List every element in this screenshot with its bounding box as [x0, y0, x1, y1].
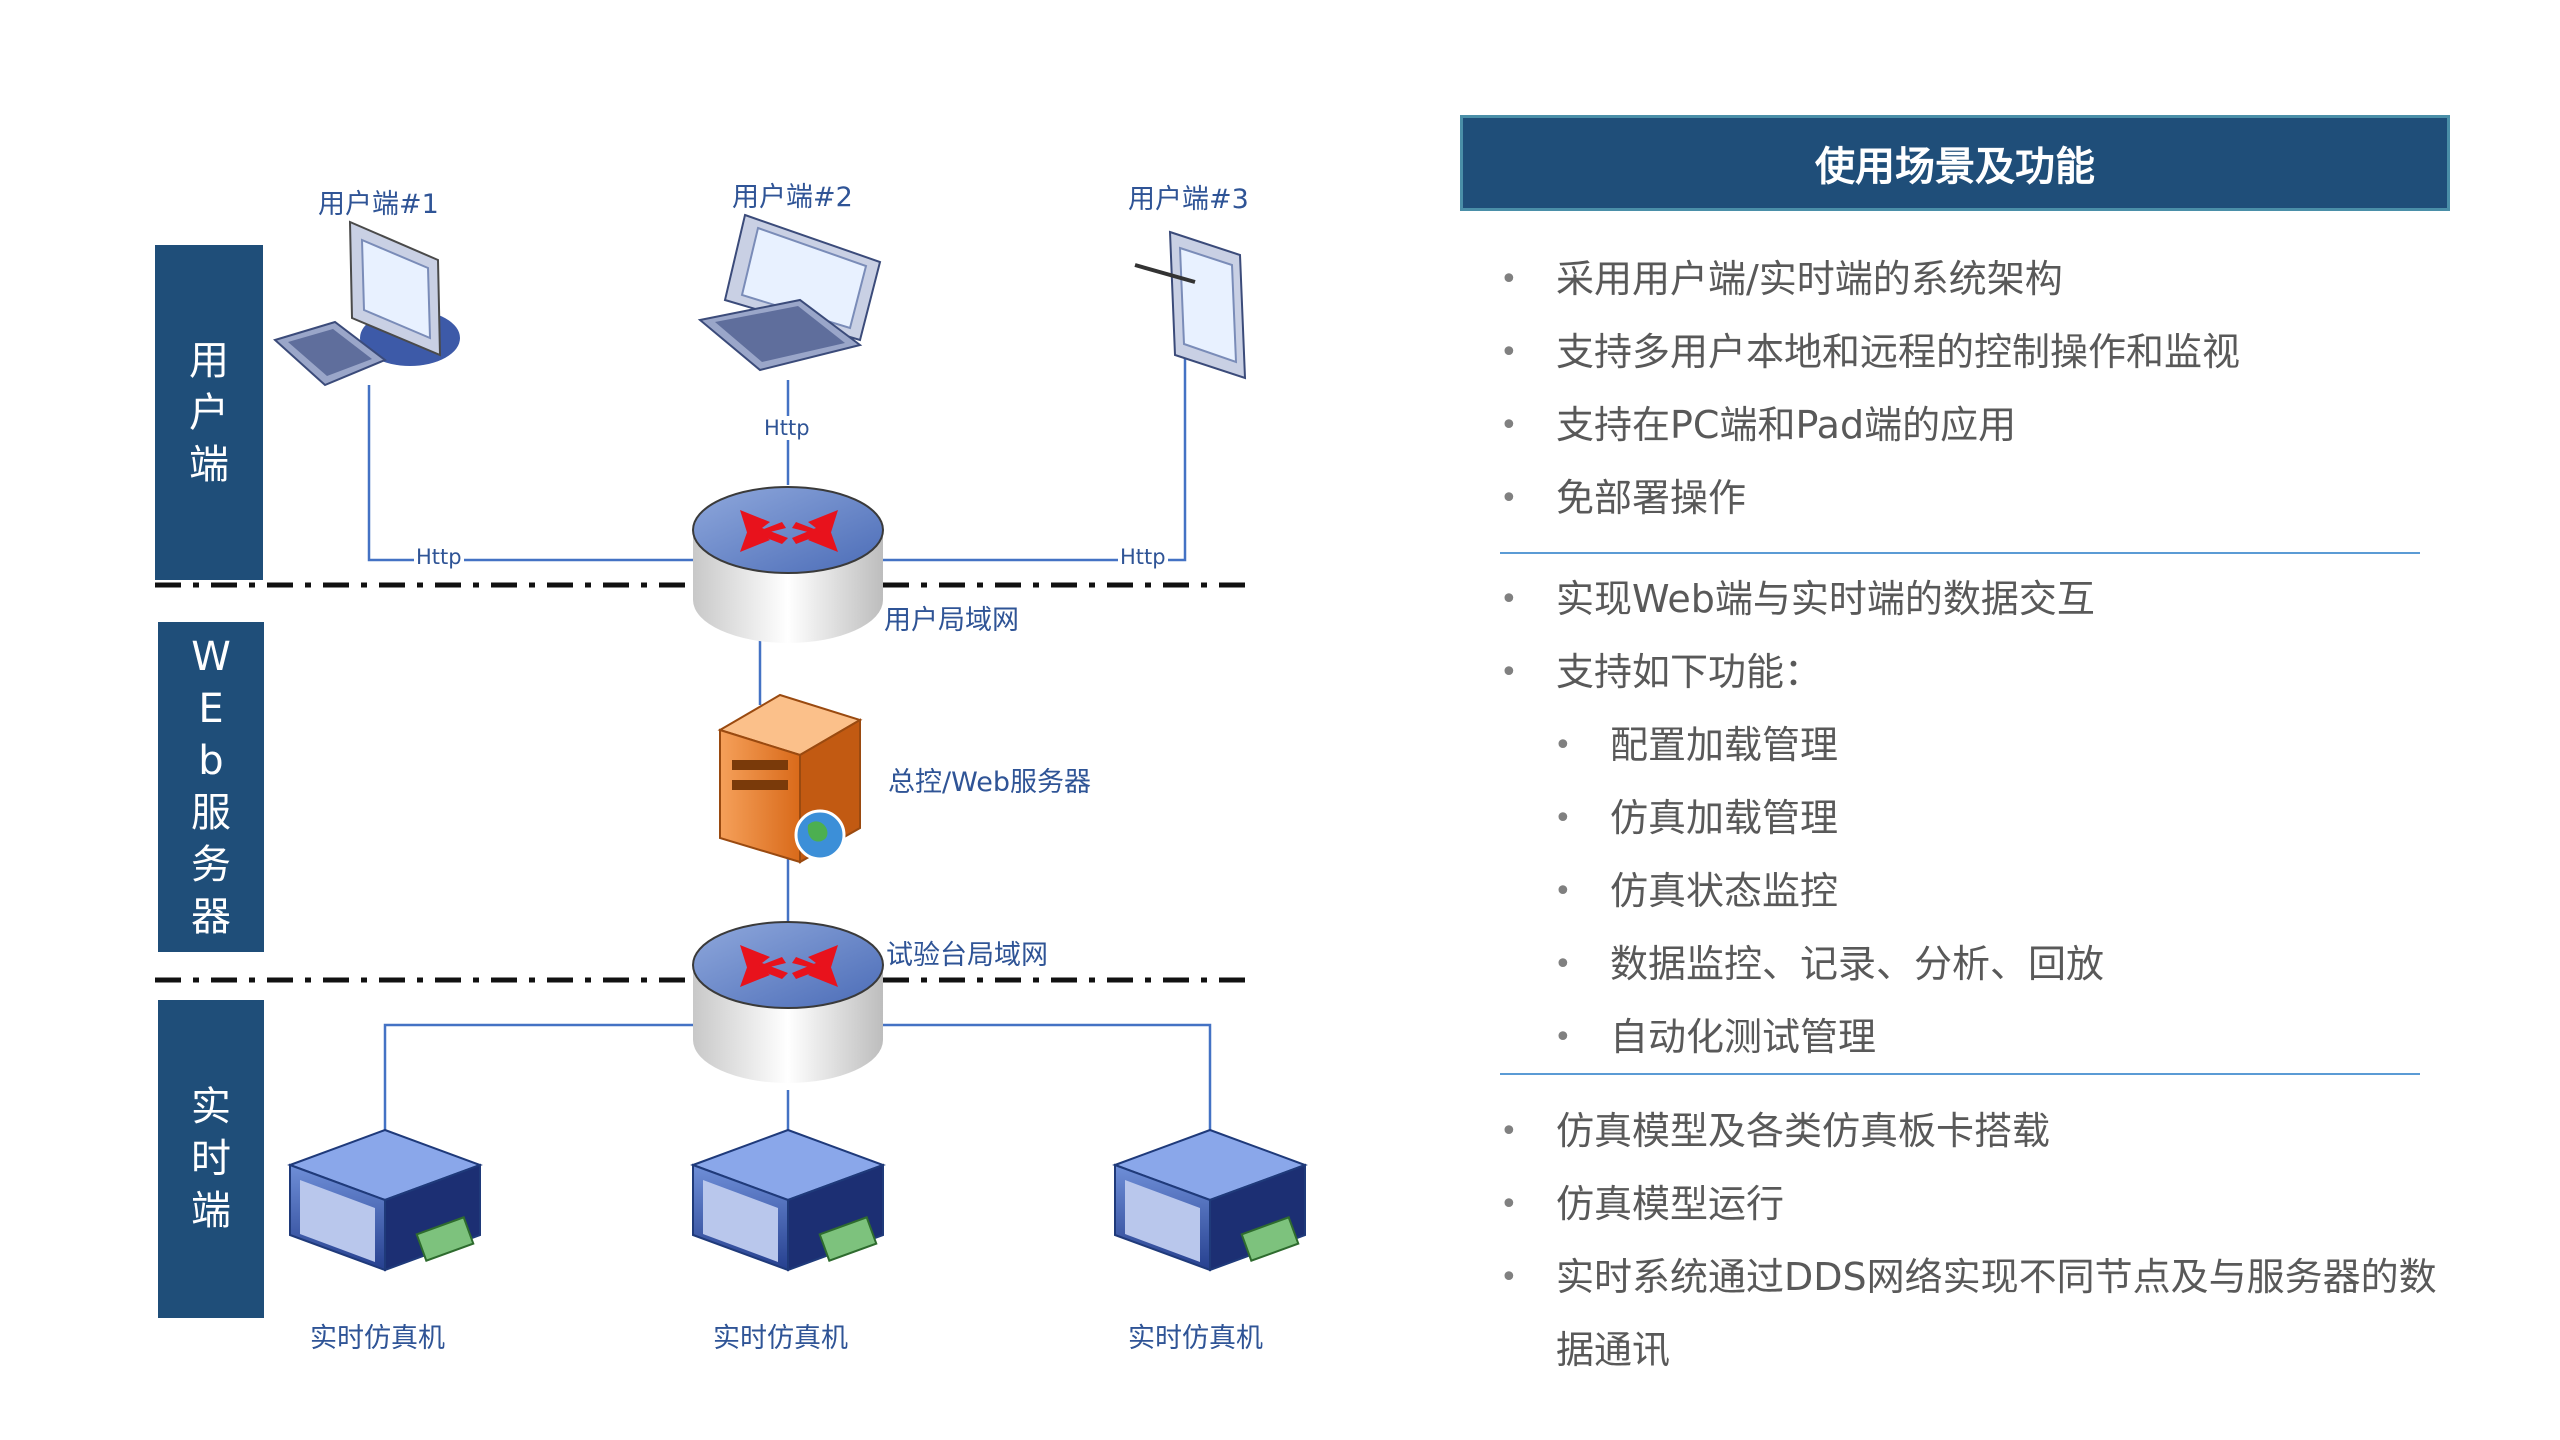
panel-title: 使用场景及功能 — [1460, 115, 2450, 211]
tier-web-box: W E b 服 务 器 — [158, 622, 264, 952]
feature-item: 仿真模型及各类仿真板卡搭载 — [1500, 1095, 2460, 1168]
server-label: 总控/Web服务器 — [888, 767, 1091, 798]
feature-item: 支持如下功能： — [1500, 636, 2460, 709]
feature-subitem: 数据监控、记录、分析、回放 — [1500, 928, 2460, 1001]
client-3-label: 用户端#3 — [1128, 184, 1249, 215]
client-2-label: 用户端#2 — [732, 182, 853, 213]
tier-web-char: 服 — [191, 790, 231, 836]
server-icon — [717, 693, 863, 864]
test-lan-label: 试验台局域网 — [886, 940, 1048, 971]
feature-item: 支持多用户本地和远程的控制操作和监视 — [1500, 316, 2460, 389]
feature-group-1: 采用用户端/实时端的系统架构 支持多用户本地和远程的控制操作和监视 支持在PC端… — [1500, 243, 2460, 535]
tier-web-char: W — [191, 634, 231, 680]
feature-subitem: 自动化测试管理 — [1500, 1001, 2460, 1074]
feature-item: 实现Web端与实时端的数据交互 — [1500, 563, 2460, 636]
connection-lines — [367, 345, 1212, 1130]
tier-web-char: E — [198, 686, 224, 732]
divider — [1500, 552, 2420, 554]
http-label: Http — [1118, 545, 1168, 569]
feature-item: 采用用户端/实时端的系统架构 — [1500, 243, 2460, 316]
user-lan-label: 用户局域网 — [884, 605, 1019, 636]
rack-server-icon — [1112, 1128, 1308, 1272]
feature-item: 免部署操作 — [1500, 462, 2460, 535]
http-label: Http — [762, 416, 812, 440]
rack-server-icon — [287, 1128, 483, 1272]
tier-realtime-char: 时 — [191, 1136, 231, 1182]
tier-user-box: 用 户 端 — [155, 245, 263, 580]
client-1-label: 用户端#1 — [318, 189, 439, 220]
feature-group-3: 仿真模型及各类仿真板卡搭载 仿真模型运行 实时系统通过DDS网络实现不同节点及与… — [1500, 1095, 2460, 1387]
laptop-icon — [697, 213, 882, 372]
tier-web-char: b — [198, 738, 224, 784]
router-icon — [692, 921, 884, 1083]
tier-user-char: 端 — [189, 441, 229, 488]
tier-web-char: 务 — [191, 842, 231, 888]
sim-label: 实时仿真机 — [310, 1323, 445, 1354]
tier-realtime-char: 实 — [191, 1084, 231, 1130]
sim-label: 实时仿真机 — [1128, 1323, 1263, 1354]
feature-subitem: 仿真加载管理 — [1500, 782, 2460, 855]
http-label: Http — [414, 545, 464, 569]
tier-user-char: 用 — [189, 337, 229, 384]
feature-subitem: 仿真状态监控 — [1500, 855, 2460, 928]
tier-user-char: 户 — [189, 389, 229, 436]
architecture-diagram: 用 户 端 W E b 服 务 器 实 时 端 用户端#1 用户端#2 用户端#… — [155, 182, 1308, 1354]
sim-label: 实时仿真机 — [713, 1323, 848, 1354]
divider — [1500, 1073, 2420, 1075]
feature-item: 支持在PC端和Pad端的应用 — [1500, 389, 2460, 462]
tier-web-char: 器 — [191, 894, 231, 940]
feature-item: 仿真模型运行 — [1500, 1168, 2460, 1241]
diagram-canvas — [155, 213, 1308, 1272]
tier-realtime-box: 实 时 端 — [158, 1000, 264, 1318]
feature-item: 实时系统通过DDS网络实现不同节点及与服务器的数据通讯 — [1500, 1241, 2460, 1387]
tablet-icon — [1134, 230, 1247, 380]
tier-realtime-char: 端 — [191, 1188, 231, 1234]
desktop-icon — [273, 220, 460, 387]
feature-group-2: 实现Web端与实时端的数据交互 支持如下功能： 配置加载管理 仿真加载管理 仿真… — [1500, 563, 2460, 1074]
feature-subitem: 配置加载管理 — [1500, 709, 2460, 782]
router-icon — [692, 486, 884, 643]
rack-server-icon — [690, 1128, 886, 1272]
